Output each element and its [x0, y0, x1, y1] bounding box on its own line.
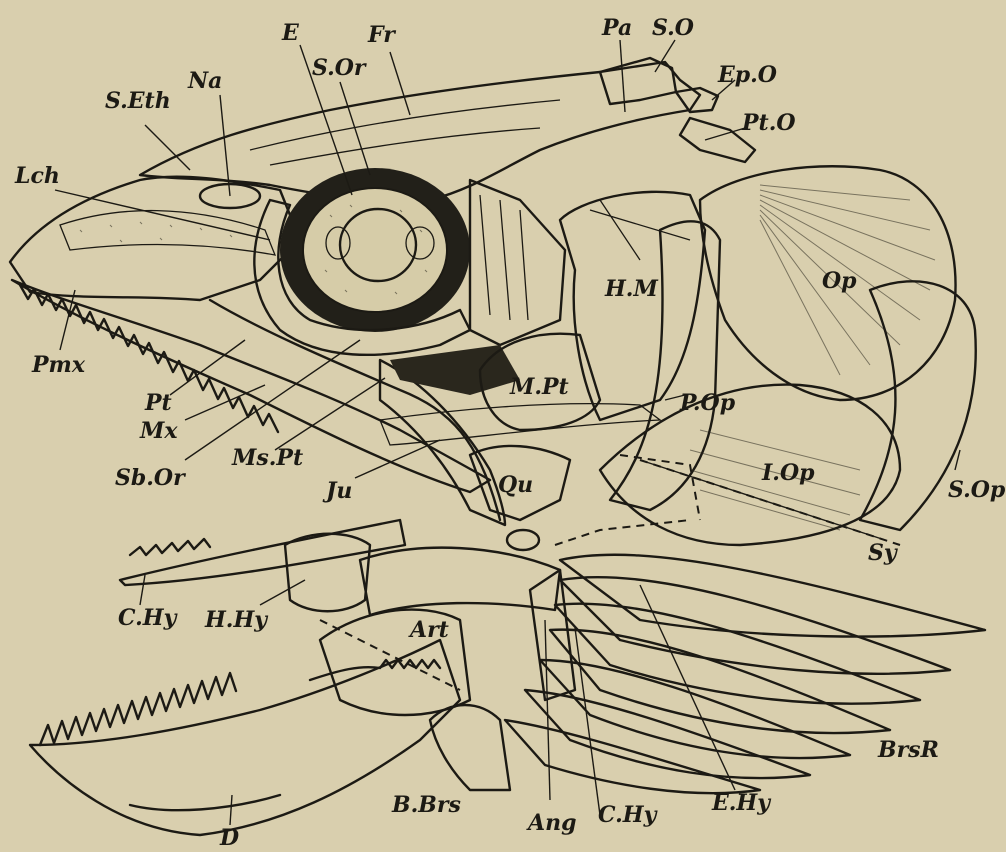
label-pt: Pt [144, 390, 172, 416]
label-d: D [219, 825, 239, 848]
label-chy-bottom: C.Hy [598, 802, 659, 828]
label-e: E [281, 20, 300, 46]
label-op: Op [822, 268, 857, 294]
label-pop: P.Op [679, 390, 736, 416]
label-mpt: M.Pt [509, 374, 569, 400]
label-bbrs: B.Brs [391, 792, 461, 818]
label-na: Na [187, 68, 222, 94]
label-sop: S.Op [948, 477, 1006, 503]
label-sbor: Sb.Or [115, 465, 186, 491]
label-mspt: Ms.Pt [231, 445, 303, 471]
label-qu: Qu [498, 472, 533, 498]
label-brsr: BrsR [877, 737, 939, 763]
label-pa: Pa [601, 15, 632, 41]
label-hm: H.M [604, 276, 658, 302]
label-epo: Ep.O [717, 62, 777, 88]
label-art: Art [408, 617, 449, 643]
label-lch: Lch [14, 163, 60, 189]
label-sor: S.Or [312, 55, 367, 81]
label-iop: I.Op [761, 460, 815, 486]
label-so: S.O [652, 15, 694, 41]
label-mx: Mx [139, 418, 178, 444]
label-ang: Ang [526, 810, 576, 836]
label-seth: S.Eth [105, 88, 171, 114]
label-sy: Sy [868, 540, 899, 566]
label-pto: Pt.O [741, 110, 796, 136]
label-pmx: Pmx [31, 352, 86, 378]
label-ju: Ju [322, 478, 352, 504]
label-chy-left: C.Hy [118, 605, 179, 631]
label-ehy: E.Hy [711, 790, 772, 816]
label-hhy: H.Hy [204, 607, 269, 633]
label-fr: Fr [367, 22, 396, 48]
